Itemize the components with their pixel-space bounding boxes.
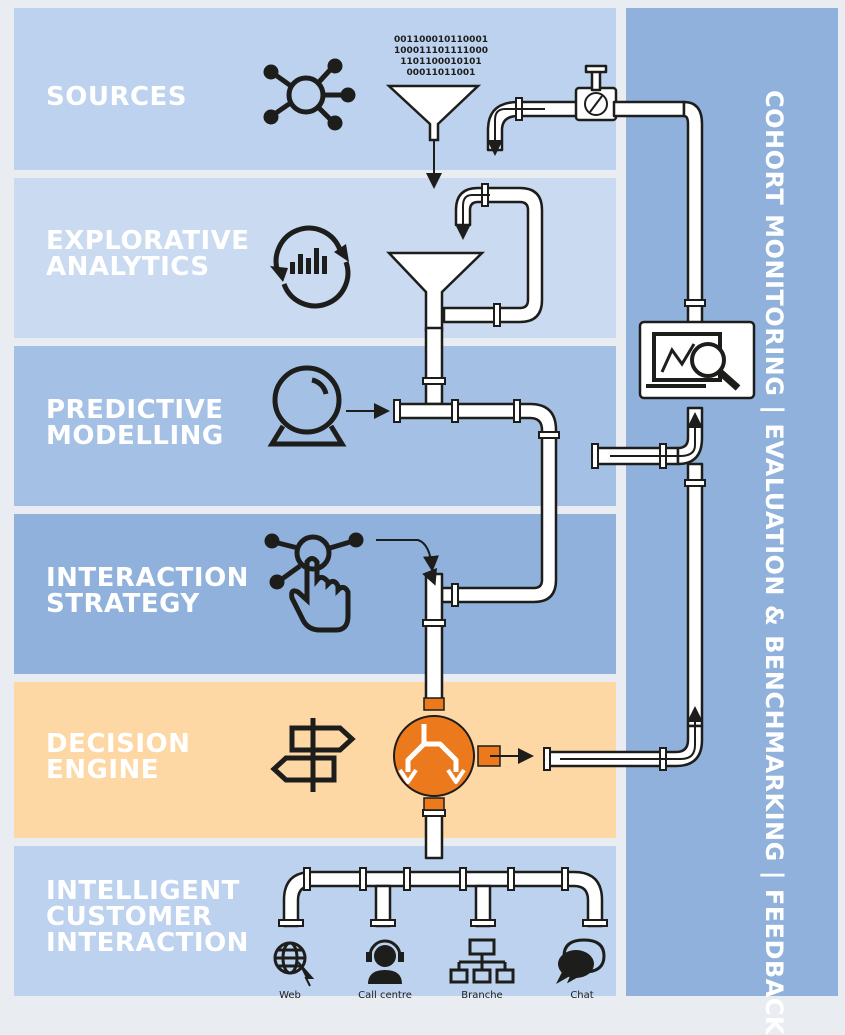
channel-label-call-centre: Call centre: [358, 990, 412, 1001]
stage-label-predictive: PREDICTIVE MODELLING: [46, 395, 224, 451]
binary-data: 001100010110001 100011101111000 11011000…: [394, 35, 488, 78]
org-chart-icon: [449, 938, 515, 984]
stage-label-sources: SOURCES: [46, 82, 188, 112]
band-sources: SOURCES: [14, 8, 616, 170]
channel-label-branche: Branche: [461, 990, 502, 1001]
pipe: [612, 100, 686, 118]
channel-label-web: Web: [279, 990, 301, 1001]
pipe: [424, 326, 444, 406]
pipe: [282, 870, 604, 928]
pipe: [442, 186, 544, 324]
flow-arrows: [422, 108, 703, 760]
source-funnel: [385, 84, 482, 142]
valve-handle: [584, 64, 608, 74]
globe-cursor-icon: [273, 941, 315, 987]
network-icon: [263, 58, 356, 131]
pipe-network: [282, 64, 704, 928]
feedback-sidebar-text: COHORT MONITORING | EVALUATION & BENCHMA…: [760, 90, 788, 1035]
binary-line: 1101100010101: [400, 57, 481, 67]
stage-label-explorative: EXPLORATIVE ANALYTICS: [46, 226, 250, 282]
feedback-sidebar: [626, 8, 838, 996]
stage-label-decision: DECISION ENGINE: [46, 729, 191, 785]
stage-label-interaction: INTERACTION STRATEGY: [46, 563, 249, 619]
pipe: [682, 100, 704, 332]
crystal-ball-icon: [267, 365, 347, 447]
stage-label-customer: INTELLIGENT CUSTOMER INTERACTION: [46, 876, 249, 958]
decision-engine-node: [393, 697, 534, 811]
monitor-analytics-icon: [638, 320, 756, 400]
split-arrows-icon: [405, 724, 459, 772]
channel-label-chat: Chat: [570, 990, 593, 1001]
valve-dial: [584, 92, 608, 116]
refresh-chart-icon: [270, 225, 351, 309]
pipe-joints: [278, 97, 706, 927]
band-predictive: PREDICTIVE MODELLING: [14, 346, 616, 506]
pipeline-diagram: 001100010110001 100011101111000 11011000…: [263, 35, 756, 1001]
headset-agent-icon: [366, 939, 404, 984]
binary-line: 00011011001: [407, 68, 476, 78]
binary-line: 001100010110001: [394, 35, 488, 45]
binary-line: 100011101111000: [394, 46, 488, 56]
signpost-icon: [270, 718, 356, 792]
pipe: [686, 462, 704, 728]
touch-network-icon: [264, 532, 364, 633]
pipe: [394, 402, 558, 604]
chat-bubbles-icon: [556, 938, 606, 984]
pipe: [424, 572, 444, 704]
